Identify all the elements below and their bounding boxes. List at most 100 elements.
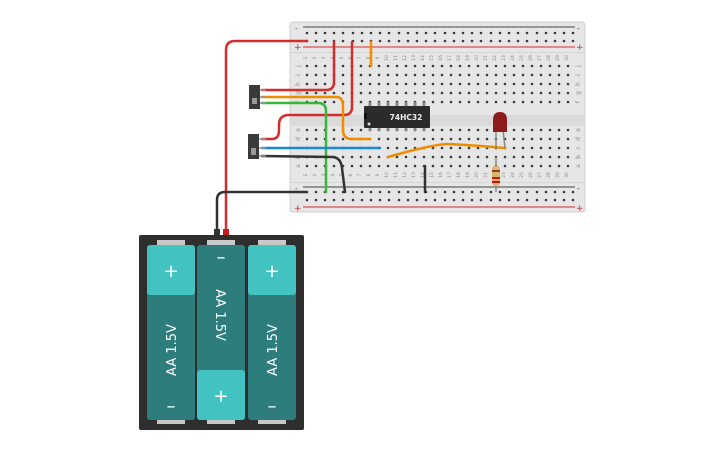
rail-hole[interactable] [314, 190, 318, 194]
terminal-hole[interactable] [566, 91, 570, 95]
terminal-hole[interactable] [548, 91, 552, 95]
terminal-hole[interactable] [503, 91, 507, 95]
terminal-hole[interactable] [476, 155, 480, 159]
rail-hole[interactable] [443, 190, 447, 194]
slide-switch-2[interactable] [248, 134, 266, 159]
terminal-hole[interactable] [503, 64, 507, 68]
rail-hole[interactable] [369, 190, 373, 194]
rail-hole[interactable] [369, 31, 373, 35]
terminal-hole[interactable] [323, 64, 327, 68]
rail-hole[interactable] [443, 198, 447, 202]
terminal-hole[interactable] [341, 155, 345, 159]
terminal-hole[interactable] [539, 146, 543, 150]
terminal-hole[interactable] [449, 91, 453, 95]
terminal-hole[interactable] [440, 146, 444, 150]
rail-hole[interactable] [433, 190, 437, 194]
rail-hole[interactable] [360, 31, 364, 35]
terminal-hole[interactable] [404, 64, 408, 68]
terminal-hole[interactable] [521, 146, 525, 150]
terminal-hole[interactable] [485, 73, 489, 77]
terminal-hole[interactable] [548, 137, 552, 141]
led-red[interactable] [493, 112, 507, 149]
rail-hole[interactable] [452, 39, 456, 43]
rail-hole[interactable] [378, 31, 382, 35]
terminal-hole[interactable] [332, 137, 336, 141]
terminal-hole[interactable] [395, 146, 399, 150]
terminal-hole[interactable] [305, 128, 309, 132]
terminal-hole[interactable] [323, 91, 327, 95]
terminal-hole[interactable] [332, 164, 336, 168]
terminal-hole[interactable] [467, 155, 471, 159]
terminal-hole[interactable] [539, 64, 543, 68]
terminal-hole[interactable] [377, 155, 381, 159]
terminal-hole[interactable] [395, 64, 399, 68]
terminal-hole[interactable] [314, 64, 318, 68]
rail-hole[interactable] [452, 198, 456, 202]
terminal-hole[interactable] [440, 137, 444, 141]
terminal-hole[interactable] [476, 73, 480, 77]
rail-hole[interactable] [553, 39, 557, 43]
terminal-hole[interactable] [530, 155, 534, 159]
terminal-hole[interactable] [539, 137, 543, 141]
rail-hole[interactable] [314, 39, 318, 43]
terminal-hole[interactable] [557, 73, 561, 77]
terminal-hole[interactable] [386, 164, 390, 168]
terminal-hole[interactable] [341, 73, 345, 77]
terminal-hole[interactable] [431, 128, 435, 132]
terminal-hole[interactable] [539, 128, 543, 132]
terminal-hole[interactable] [395, 82, 399, 86]
battery-pack[interactable]: +–AA 1.5V+–AA 1.5V+–AA 1.5V [139, 229, 304, 430]
terminal-hole[interactable] [377, 91, 381, 95]
terminal-hole[interactable] [413, 137, 417, 141]
terminal-hole[interactable] [305, 91, 309, 95]
terminal-hole[interactable] [377, 64, 381, 68]
rail-hole[interactable] [341, 39, 345, 43]
terminal-hole[interactable] [539, 73, 543, 77]
terminal-hole[interactable] [449, 73, 453, 77]
terminal-hole[interactable] [467, 100, 471, 104]
terminal-hole[interactable] [404, 164, 408, 168]
rail-hole[interactable] [433, 31, 437, 35]
rail-hole[interactable] [332, 198, 336, 202]
terminal-hole[interactable] [458, 137, 462, 141]
terminal-hole[interactable] [476, 82, 480, 86]
rail-hole[interactable] [535, 31, 539, 35]
terminal-hole[interactable] [503, 82, 507, 86]
rail-hole[interactable] [341, 190, 345, 194]
rail-hole[interactable] [507, 198, 511, 202]
terminal-hole[interactable] [512, 164, 516, 168]
rail-hole[interactable] [415, 39, 419, 43]
terminal-hole[interactable] [413, 82, 417, 86]
terminal-hole[interactable] [314, 73, 318, 77]
terminal-hole[interactable] [494, 64, 498, 68]
terminal-hole[interactable] [323, 100, 327, 104]
terminal-hole[interactable] [458, 64, 462, 68]
terminal-hole[interactable] [395, 91, 399, 95]
terminal-hole[interactable] [359, 100, 363, 104]
terminal-hole[interactable] [539, 91, 543, 95]
rail-hole[interactable] [452, 190, 456, 194]
terminal-hole[interactable] [521, 164, 525, 168]
rail-hole[interactable] [553, 31, 557, 35]
terminal-hole[interactable] [539, 155, 543, 159]
terminal-hole[interactable] [449, 128, 453, 132]
terminal-hole[interactable] [548, 155, 552, 159]
terminal-hole[interactable] [566, 164, 570, 168]
terminal-hole[interactable] [431, 82, 435, 86]
terminal-hole[interactable] [440, 73, 444, 77]
terminal-hole[interactable] [476, 146, 480, 150]
terminal-hole[interactable] [413, 64, 417, 68]
rail-hole[interactable] [479, 198, 483, 202]
terminal-hole[interactable] [440, 91, 444, 95]
terminal-hole[interactable] [332, 91, 336, 95]
terminal-hole[interactable] [458, 82, 462, 86]
terminal-hole[interactable] [485, 137, 489, 141]
terminal-hole[interactable] [458, 100, 462, 104]
terminal-hole[interactable] [485, 100, 489, 104]
terminal-hole[interactable] [530, 146, 534, 150]
terminal-hole[interactable] [359, 82, 363, 86]
terminal-hole[interactable] [485, 128, 489, 132]
terminal-hole[interactable] [377, 73, 381, 77]
rail-hole[interactable] [525, 190, 529, 194]
terminal-hole[interactable] [314, 82, 318, 86]
